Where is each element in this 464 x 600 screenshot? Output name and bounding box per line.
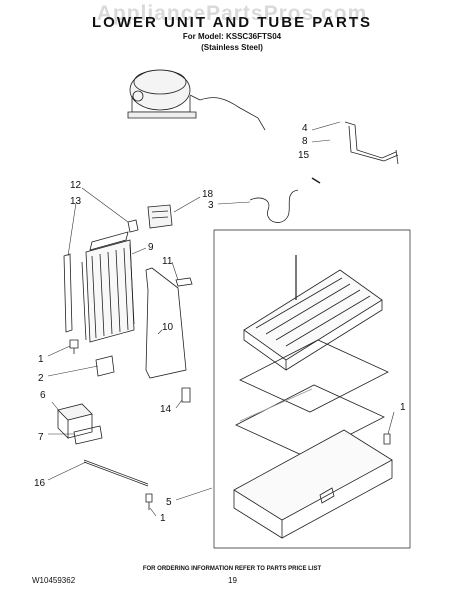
- screw-part-b[interactable]: [145, 493, 153, 510]
- callout-5: 5: [166, 497, 172, 508]
- callout-11: 11: [162, 256, 173, 267]
- callout-2: 2: [38, 373, 44, 384]
- callout-8: 8: [302, 136, 308, 147]
- screw-part-a[interactable]: [69, 339, 79, 354]
- heater-loop-part[interactable]: [145, 267, 187, 379]
- bracket-part[interactable]: [147, 204, 173, 229]
- watermark: AppliancePartsPros.com: [96, 2, 368, 25]
- callout-12: 12: [70, 180, 82, 191]
- callout-13: 13: [70, 196, 82, 207]
- tab-part[interactable]: [127, 219, 139, 233]
- callout-3: 3: [208, 200, 214, 211]
- callout-1-a: 1: [38, 354, 44, 365]
- compressor-part[interactable]: [127, 69, 201, 119]
- rod-part[interactable]: [83, 459, 149, 487]
- box-part[interactable]: [57, 403, 93, 439]
- clip-part[interactable]: [311, 177, 321, 184]
- fitting-part[interactable]: [181, 387, 191, 403]
- page-title: LOWER UNIT AND TUBE PARTS: [92, 14, 372, 31]
- panel-part-b[interactable]: [235, 384, 385, 458]
- callout-14: 14: [160, 404, 172, 415]
- document-number: W10459362: [32, 576, 76, 585]
- drain-tube-part[interactable]: [249, 189, 299, 223]
- clip-11-part[interactable]: [175, 277, 193, 287]
- callout-16: 16: [34, 478, 46, 489]
- callout-7: 7: [38, 432, 44, 443]
- model-line: For Model: KSSC36FTS04: [182, 32, 282, 41]
- callout-1-b: 1: [400, 402, 406, 413]
- strip-part[interactable]: [63, 253, 73, 333]
- ordering-note: FOR ORDERING INFORMATION REFER TO PARTS …: [142, 566, 322, 572]
- plate-part[interactable]: [73, 425, 103, 445]
- condenser-tube-part[interactable]: [199, 97, 399, 165]
- callout-18: 18: [202, 189, 214, 200]
- callout-6: 6: [40, 390, 46, 401]
- evaporator-tray-part[interactable]: [243, 255, 383, 371]
- page-number: 19: [228, 576, 237, 585]
- evaporator-coil-part[interactable]: [81, 231, 135, 343]
- callout-15: 15: [298, 150, 310, 161]
- mount-bracket-part[interactable]: [95, 355, 115, 377]
- drain-pan-part[interactable]: [233, 429, 393, 539]
- callout-10: 10: [162, 322, 174, 333]
- finish-line: (Stainless Steel): [201, 43, 263, 52]
- panel-part-a[interactable]: [239, 339, 389, 413]
- callout-9: 9: [148, 242, 154, 253]
- screw-part-c[interactable]: [383, 433, 391, 445]
- callout-4: 4: [302, 123, 308, 134]
- callout-1-c: 1: [160, 513, 166, 524]
